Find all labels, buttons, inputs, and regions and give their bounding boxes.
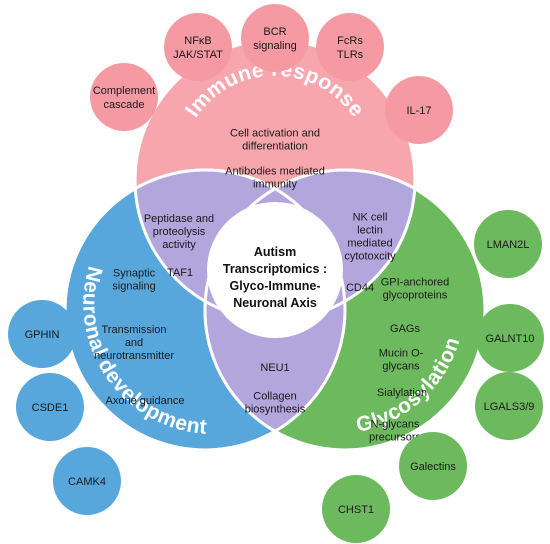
region-label: TAF1: [167, 267, 193, 279]
glyco-outline: [203, 168, 487, 452]
glyco-bubble-label: LMAN2L: [487, 239, 530, 251]
neuronal-bubble: [53, 447, 121, 515]
neuronal-bubble: [16, 373, 84, 441]
glyco-bubble-label: CHST1: [338, 504, 374, 516]
immune-bubble: [241, 4, 309, 72]
center-line: Autism: [254, 245, 296, 259]
immune-bubble: [164, 13, 232, 81]
glyco-bubble: [476, 304, 544, 372]
center-title: Autism Transcriptomics : Glyco-Immune- N…: [223, 245, 327, 310]
glyco-bubble: [322, 475, 390, 543]
immune-bubble: [90, 63, 158, 131]
glyco-bubble-label: Galectins: [410, 461, 456, 473]
glyco-bubble: [474, 210, 542, 278]
region-label: Axone guidance: [106, 395, 185, 407]
region-label: CD44: [346, 282, 374, 294]
glyco-bubble: [399, 432, 467, 500]
neuronal-bubble-label: CSDE1: [32, 402, 69, 414]
region-label: Sialylation: [377, 387, 427, 399]
glyco-bubble-label: LGALS3/9: [484, 401, 535, 413]
neuronal-bubble-label: CAMK4: [68, 476, 106, 488]
center-circle: [207, 202, 343, 338]
immune-bubble: [316, 13, 384, 81]
immune-bubble: [385, 76, 453, 144]
center-line: Neuronal Axis: [233, 296, 317, 310]
region-label: NEU1: [260, 362, 289, 374]
glyco-bubble: [475, 372, 543, 440]
center-line: Transcriptomics :: [223, 262, 327, 276]
center-line: Glyco-Immune-: [230, 279, 321, 293]
glyco-bubble-label: GALNT10: [486, 333, 535, 345]
region-label: Mucin O-glycans: [379, 348, 424, 373]
neuronal-bubble: [8, 300, 76, 368]
region-label: GAGs: [390, 323, 420, 335]
immune-bubble-label: IL-17: [406, 105, 431, 117]
neuronal-bubble-label: GPHIN: [25, 329, 60, 341]
